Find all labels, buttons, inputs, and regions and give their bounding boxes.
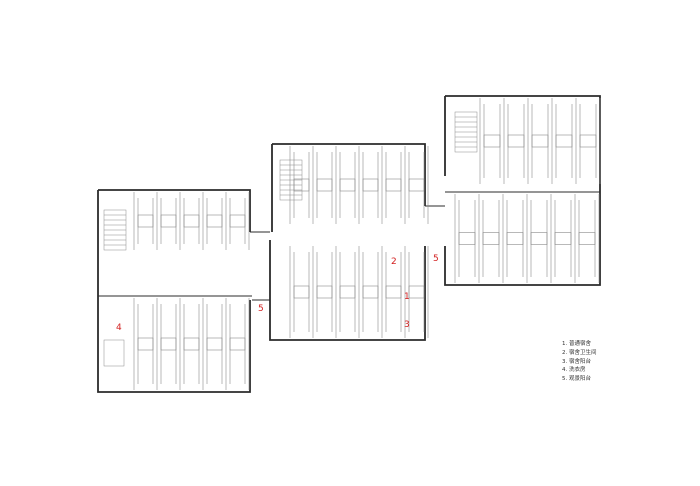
bathroom-pod	[339, 285, 356, 299]
bathroom-pod	[385, 178, 402, 192]
legend: 1. 普通宿舍 2. 宿舍卫生间 3. 宿舍阳台 4. 洗衣房 5. 观景阳台	[562, 339, 597, 383]
label-dorm-room: 1	[404, 292, 410, 302]
bathroom-pod	[160, 214, 177, 228]
bathroom-pod	[482, 232, 500, 245]
bathroom-pod	[183, 337, 200, 351]
bathroom-pod	[339, 178, 356, 192]
bathroom-pod	[183, 214, 200, 228]
label-dorm-balcony: 3	[404, 320, 410, 330]
bathroom-pod	[316, 285, 333, 299]
bathroom-pod	[206, 214, 223, 228]
bathroom-pod	[229, 337, 246, 351]
laundry-fixture	[103, 339, 125, 367]
bathroom-pod	[229, 214, 246, 228]
bathroom-pod	[362, 285, 379, 299]
label-laundry-room: 4	[116, 323, 122, 333]
label-dorm-bathroom: 2	[391, 257, 397, 267]
bathroom-pod	[408, 178, 425, 192]
bathroom-pod	[579, 134, 597, 148]
bathroom-pod	[555, 134, 573, 148]
bathroom-pod	[506, 232, 524, 245]
bathroom-pod	[507, 134, 525, 148]
bathroom-pod	[385, 285, 402, 299]
bathroom-pod	[554, 232, 572, 245]
outer-walls	[97, 95, 601, 393]
bathroom-pod	[483, 134, 501, 148]
legend-item: 4. 洗衣房	[562, 367, 586, 374]
bathroom-pod	[206, 337, 223, 351]
bathroom-pod	[137, 214, 154, 228]
bathroom-pod	[293, 285, 310, 299]
legend-item: 5. 观景阳台	[562, 376, 591, 383]
label-viewing-balcony: 5	[258, 304, 264, 314]
legend-item: 1. 普通宿舍	[562, 341, 591, 347]
legend-item: 3. 宿舍阳台	[562, 358, 591, 365]
bathroom-pod	[316, 178, 333, 192]
bathroom-pod	[160, 337, 177, 351]
bathroom-pod	[408, 285, 425, 299]
bathroom-pod	[362, 178, 379, 192]
bathroom-pod	[137, 337, 154, 351]
bathroom-pod	[531, 134, 549, 148]
stairwells	[103, 111, 478, 367]
bathroom-pod	[530, 232, 548, 245]
dorm-room-grid	[133, 98, 601, 390]
label-viewing-balcony: 5	[433, 254, 439, 264]
bathroom-pod	[458, 232, 476, 245]
legend-item: 2. 宿舍卫生间	[562, 349, 597, 356]
bathroom-pod	[578, 232, 596, 245]
